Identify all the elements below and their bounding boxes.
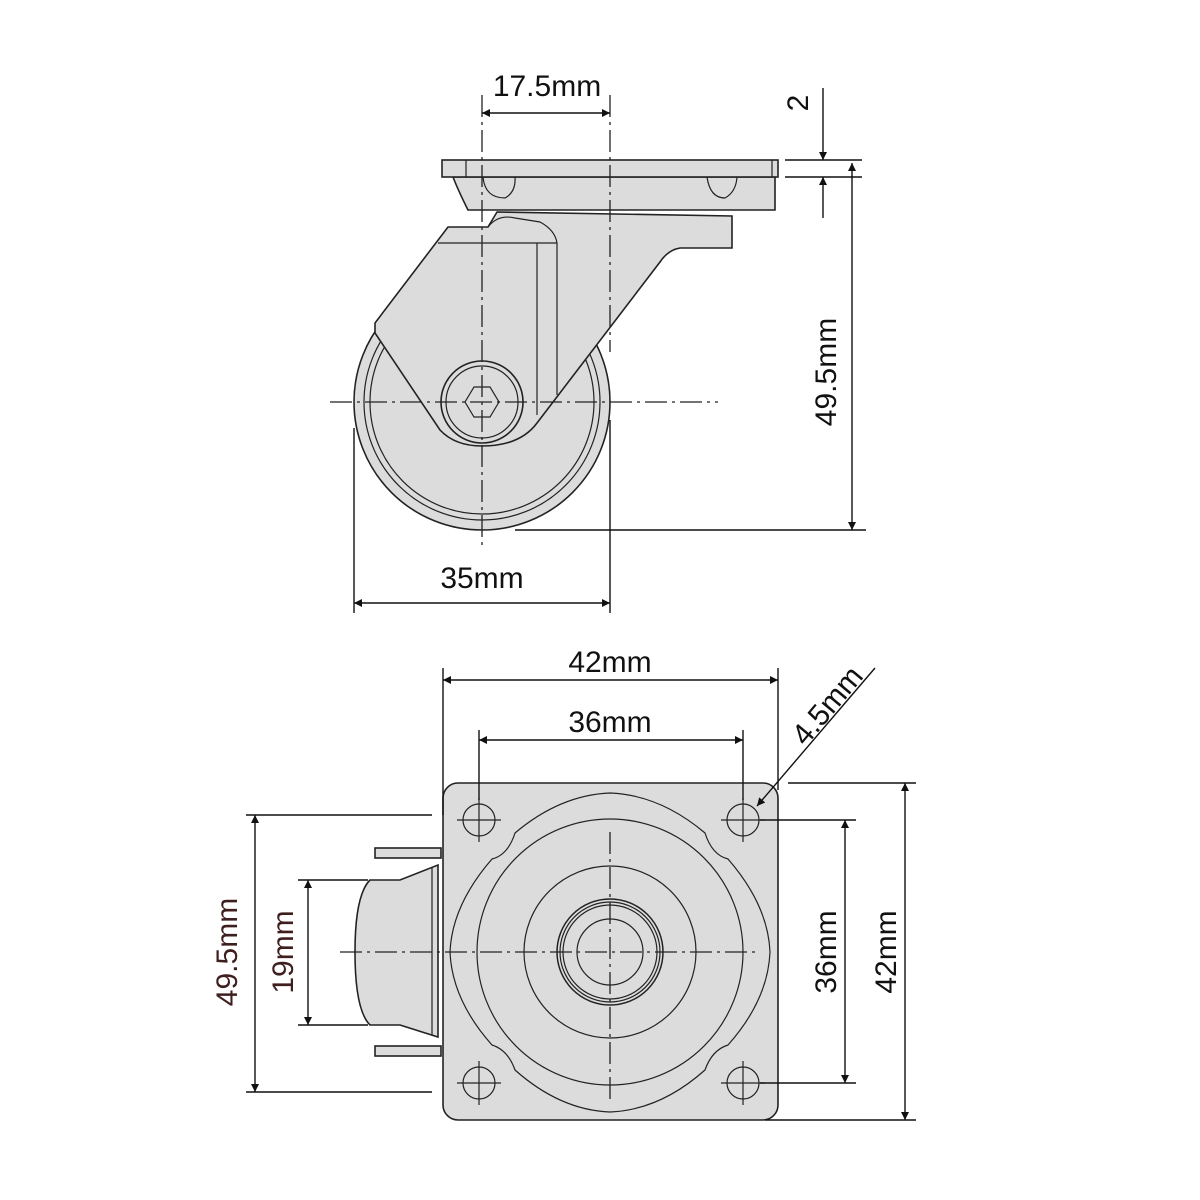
plate-height-label: 42mm xyxy=(870,910,903,993)
wheel-diameter-label: 35mm xyxy=(440,562,523,595)
side-centerlines xyxy=(330,95,718,548)
hole-diameter-leader xyxy=(756,667,876,807)
offset-dimension-label: 17.5mm xyxy=(493,70,601,103)
bottom-view: 42mm 36mm 4.5mm 36mm 42mm 49.5mm 19mm xyxy=(211,646,916,1121)
overall-length-label: 49.5mm xyxy=(211,898,244,1006)
hole-spacing-x-label: 36mm xyxy=(568,706,651,739)
hole-spacing-y-label: 36mm xyxy=(810,910,843,993)
plate-thickness-label: 2 xyxy=(782,95,815,112)
plate-width-label: 42mm xyxy=(568,646,651,679)
hole-diameter-label: 4.5mm xyxy=(786,660,870,751)
wheel-width-label: 19mm xyxy=(267,910,300,993)
height-label: 49.5mm xyxy=(810,318,843,426)
mounting-holes xyxy=(457,798,765,1105)
side-view: 17.5mm 2 49.5mm 35mm xyxy=(330,70,866,613)
